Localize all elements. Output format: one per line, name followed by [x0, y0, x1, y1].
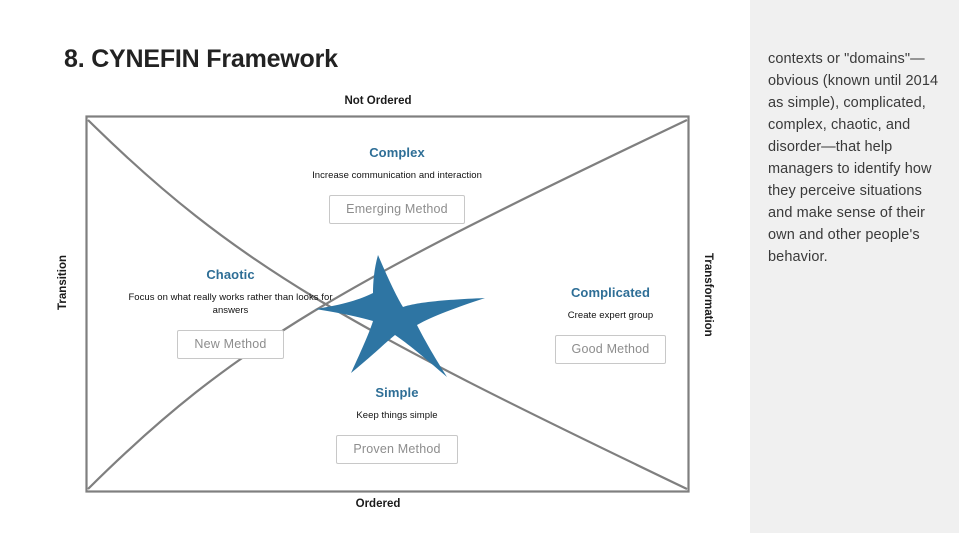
- new-method-button[interactable]: New Method: [177, 330, 284, 359]
- good-method-button[interactable]: Good Method: [554, 335, 667, 364]
- cynefin-diagram: Not Ordered Ordered Transition Transform…: [57, 95, 720, 525]
- side-panel: contexts or "domains"—obvious (known unt…: [750, 0, 959, 533]
- quadrant-chaotic: Chaotic Focus on what really works rathe…: [123, 267, 338, 359]
- axis-label-transition: Transition: [57, 255, 69, 310]
- quadrant-simple-description: Keep things simple: [356, 410, 438, 421]
- quadrant-chaotic-title: Chaotic: [206, 267, 255, 282]
- side-panel-body-text: contexts or "domains"—obvious (known unt…: [768, 51, 939, 265]
- quadrant-simple-title: Simple: [375, 385, 419, 400]
- quadrant-chaotic-description: Focus on what really works rather than l…: [128, 292, 333, 316]
- curve-bottomleft-to-topright: [87, 119, 688, 490]
- quadrant-complicated: Complicated Create expert group Good Met…: [503, 285, 718, 364]
- axis-label-transformation: Transformation: [702, 253, 714, 337]
- curve-topleft-to-bottomright: [87, 119, 688, 490]
- quadrant-complex-description: Increase communication and interaction: [312, 170, 482, 181]
- emerging-method-button[interactable]: Emerging Method: [329, 195, 465, 224]
- quadrant-complicated-title: Complicated: [570, 285, 651, 300]
- quadrant-complicated-description: Create expert group: [567, 310, 654, 321]
- page-title: 8. CYNEFIN Framework: [64, 45, 338, 73]
- axis-label-ordered: Ordered: [355, 498, 401, 510]
- quadrant-complex: Complex Increase communication and inter…: [292, 145, 502, 224]
- quadrant-complex-title: Complex: [369, 145, 425, 160]
- axis-label-not-ordered: Not Ordered: [344, 95, 412, 107]
- quadrant-simple: Simple Keep things simple Proven Method: [292, 385, 502, 464]
- diagram-frame-graphic: [85, 115, 690, 493]
- proven-method-button[interactable]: Proven Method: [336, 435, 458, 464]
- diagram-border: [85, 115, 690, 493]
- center-star-shape: [315, 255, 485, 377]
